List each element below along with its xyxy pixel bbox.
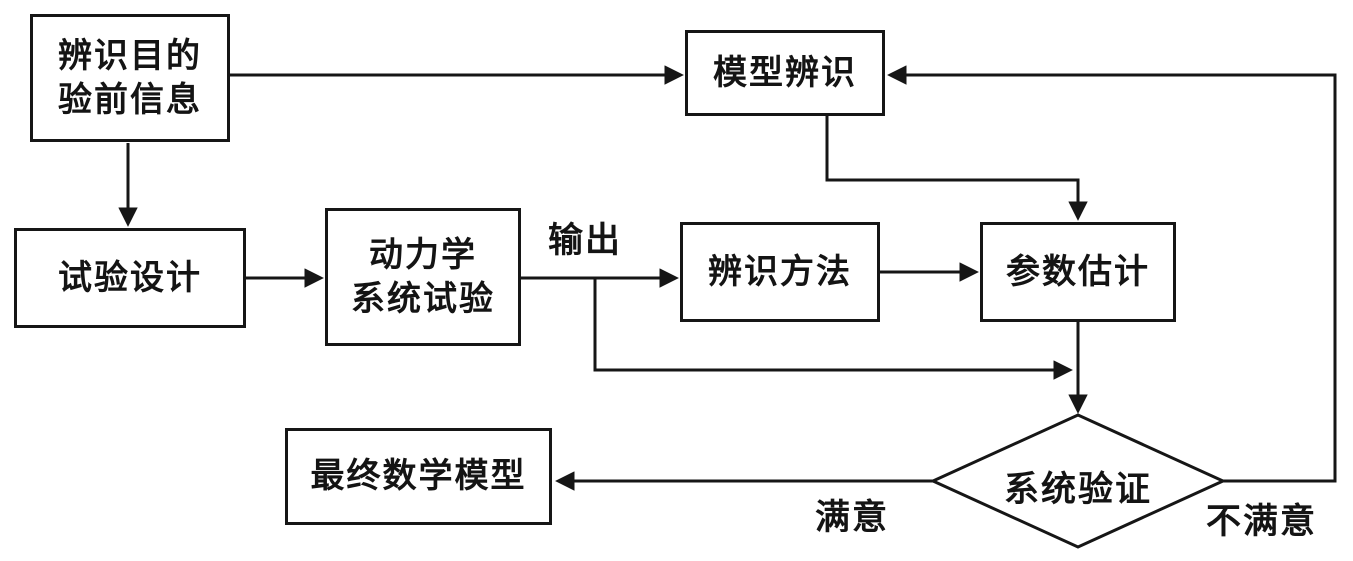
node-parameter-estimation-label: 参数估计 xyxy=(1006,252,1150,291)
edge-label-output: 输出 xyxy=(548,221,623,260)
node-purpose-line1: 辨识目的 xyxy=(58,36,202,75)
node-purpose-prior-info: 辨识目的 验前信息 xyxy=(30,14,230,142)
node-system-verification-label: 系统验证 xyxy=(1003,470,1152,509)
node-experiment-design-label: 试验设计 xyxy=(58,258,202,297)
node-identification-method-label: 辨识方法 xyxy=(708,252,852,291)
node-final-math-model-label: 最终数学模型 xyxy=(310,457,527,496)
edge-label-satisfied: 满意 xyxy=(815,498,890,537)
edge-label-unsatisfied: 不满意 xyxy=(1206,502,1318,541)
node-parameter-estimation: 参数估计 xyxy=(980,222,1176,322)
arrow-model-to-parameter-estimation xyxy=(825,116,1088,221)
node-model-identification-label: 模型辨识 xyxy=(713,53,857,92)
arrow-output-branch-to-verification xyxy=(593,278,1073,380)
node-dynamics-line2: 系统试验 xyxy=(351,280,495,318)
node-model-identification: 模型辨识 xyxy=(685,30,885,116)
node-identification-method: 辨识方法 xyxy=(680,222,880,322)
node-dynamics-system-test: 动力学 系统试验 xyxy=(325,208,521,346)
node-experiment-design: 试验设计 xyxy=(14,228,246,328)
node-final-math-model: 最终数学模型 xyxy=(285,428,552,525)
arrow-verification-feedback-to-model xyxy=(887,65,1337,483)
node-purpose-line2: 验前信息 xyxy=(58,81,202,119)
node-dynamics-line1: 动力学 xyxy=(369,235,477,274)
